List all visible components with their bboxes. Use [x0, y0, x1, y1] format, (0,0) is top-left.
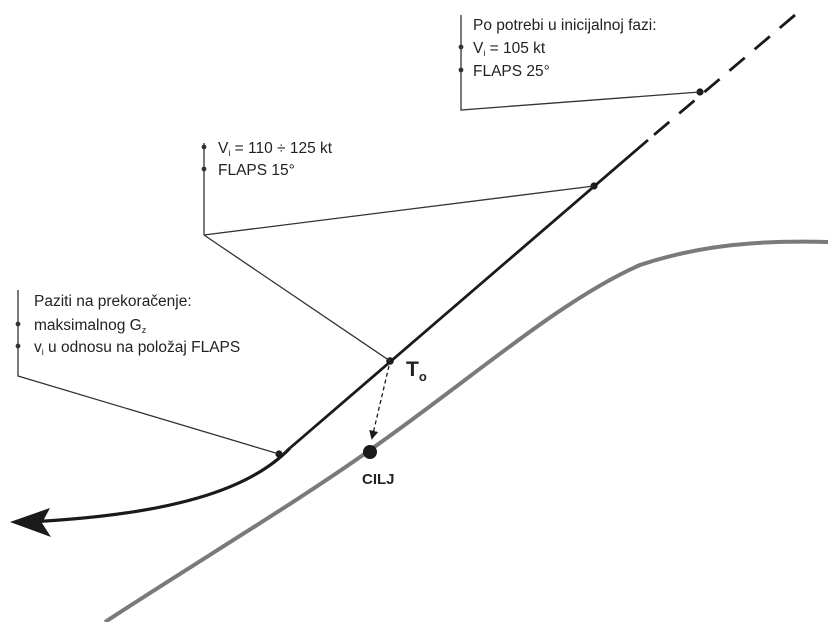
middle-flaps: FLAPS 15° [218, 162, 295, 179]
bullet-dot-icon [201, 166, 207, 172]
initial-phase-speed: Vi = 105 kt [473, 40, 546, 58]
arrowhead-left-icon [10, 508, 51, 537]
target-label: CILJ [362, 471, 395, 488]
target-path-curve [103, 239, 828, 622]
trajectory-dashed-segment [647, 13, 796, 142]
middle-speed: Vi = 110 ÷ 125 kt [218, 140, 333, 158]
bullet-dot-icon [15, 343, 21, 349]
leader-line-caution [17, 290, 280, 455]
initial-phase-flaps: FLAPS 25° [473, 63, 550, 80]
initial-phase-title: Po potrebi u inicijalnoj fazi: [473, 17, 657, 34]
trajectory-turn-segment [27, 446, 292, 524]
bullet-dot-icon [15, 321, 21, 327]
projection-arrow [369, 365, 390, 440]
caution-item-gz: maksimalnog Gz [34, 317, 147, 335]
caution-title: Paziti na prekoračenje: [34, 293, 192, 310]
bullet-dot-icon [201, 144, 207, 150]
bullet-dot-icon [458, 44, 464, 50]
leader-line-middle-to-to [203, 234, 391, 362]
caution-item-flaps: vi u odnosu na položaj FLAPS [34, 339, 240, 357]
target-point [363, 445, 377, 459]
trajectory-solid-segment [289, 138, 649, 450]
bullet-dot-icon [458, 67, 464, 73]
leader-line-middle-to-point [203, 185, 595, 236]
to-label: To [406, 358, 427, 384]
